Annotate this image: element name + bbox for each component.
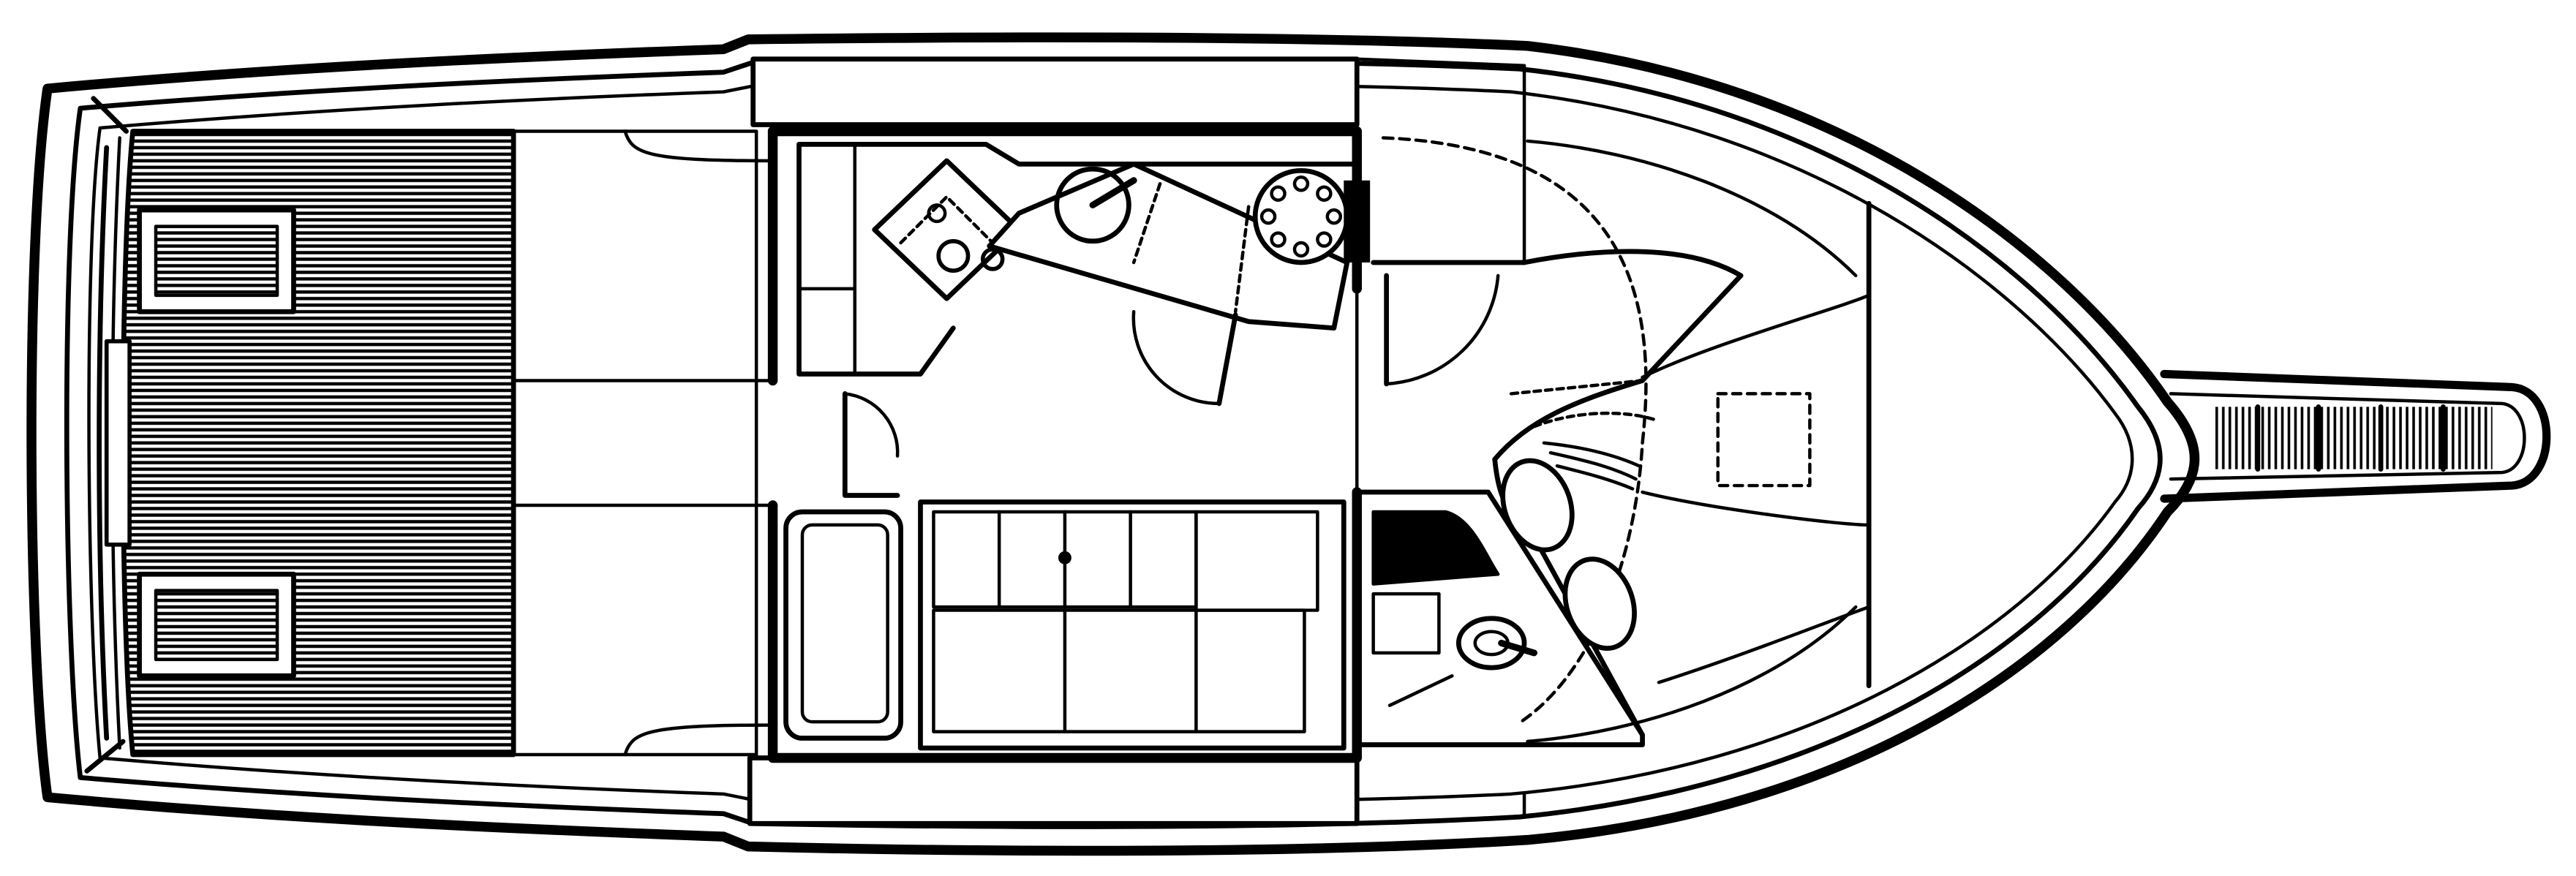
stove-icon — [872, 158, 1022, 301]
transom-step-box — [104, 339, 132, 547]
forward-seats — [1500, 458, 1637, 651]
dinette-seating — [918, 499, 1347, 751]
toilet-icon — [1455, 616, 1538, 671]
shower-sump — [1387, 674, 1454, 707]
dinette-table — [1252, 167, 1350, 265]
cockpit-hatch-upper — [137, 207, 296, 314]
forward-bulkhead — [1526, 139, 1872, 744]
side-deck-port — [750, 56, 1526, 127]
bow-pulpit-platform — [2160, 369, 2551, 503]
door-swing-forward — [1384, 273, 1500, 387]
cabin-walls — [767, 83, 1527, 796]
berth-swing-curve — [1381, 136, 1648, 724]
galley-bulkhead-post — [1344, 180, 1371, 263]
galley-counter — [796, 142, 1360, 377]
door-swing-companionway — [842, 391, 900, 498]
settee — [783, 509, 903, 741]
bridge-deck — [511, 129, 778, 757]
forward-hatch — [1716, 392, 1812, 488]
galley-sink-icon — [987, 161, 1350, 331]
cockpit-hatch-lower — [137, 571, 296, 679]
door-swing-galley — [1131, 310, 1238, 407]
side-deck-starboard — [747, 755, 1526, 826]
head-compartment — [1354, 489, 1645, 747]
